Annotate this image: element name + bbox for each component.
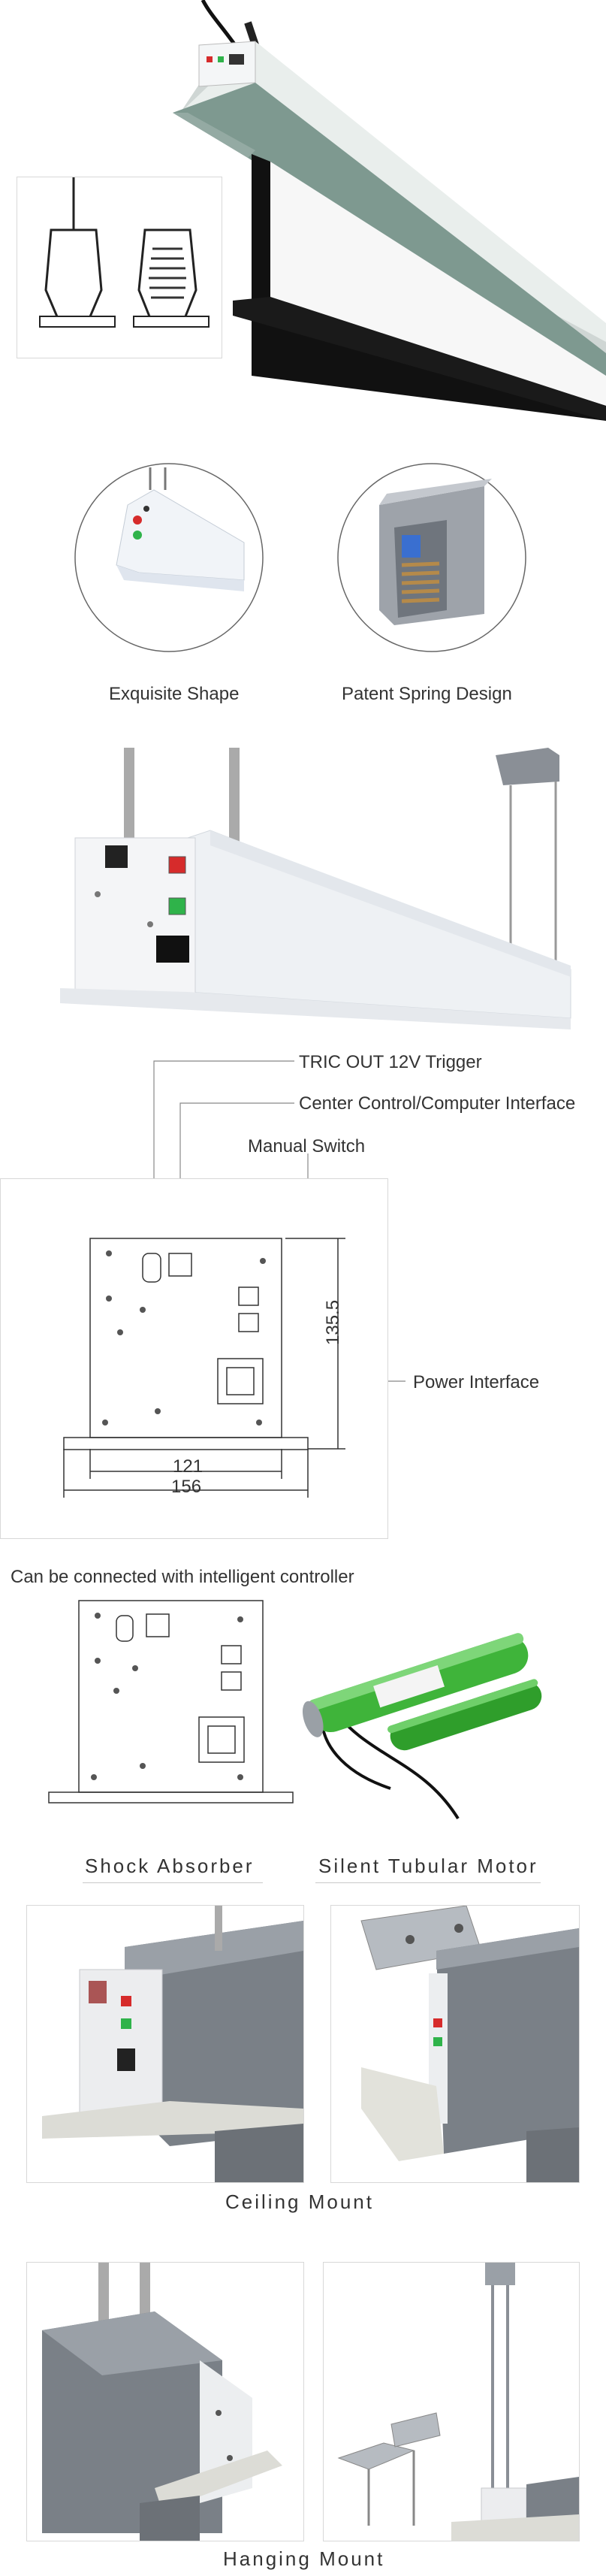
housing-end-panel-image xyxy=(30,744,606,1029)
technical-drawing xyxy=(63,1238,345,1498)
component-label-shock-absorber: Shock Absorber xyxy=(85,1855,255,1877)
callout-tric-out: TRIC OUT 12V Trigger xyxy=(299,1052,482,1072)
callout-center-control: Center Control/Computer Interface xyxy=(299,1093,576,1114)
spring-detail-inset xyxy=(17,177,222,358)
ceiling-mount-image-left xyxy=(26,1905,304,2183)
component-underline-left xyxy=(83,1882,263,1883)
mount-label-hanging: Hanging Mount xyxy=(223,2547,385,2570)
component-label-tubular-motor: Silent Tubular Motor xyxy=(318,1855,538,1877)
feature-exquisite-shape-image xyxy=(71,460,267,655)
mount-label-ceiling: Ceiling Mount xyxy=(225,2191,374,2213)
controller-note: Can be connected with intelligent contro… xyxy=(11,1567,354,1587)
ceiling-mount-image-right xyxy=(330,1905,580,2183)
hanging-mount-image-left xyxy=(26,2262,304,2541)
component-underline-right xyxy=(315,1882,541,1883)
hero-product-image xyxy=(0,0,606,421)
hanging-mount-image-right xyxy=(323,2262,580,2541)
feature-spring-design-image xyxy=(334,460,529,655)
tubular-motor-image xyxy=(302,1633,542,1820)
dimension-outer-width: 156 xyxy=(171,1477,202,1497)
controller-panel-drawing xyxy=(48,1600,294,1804)
callout-manual-switch: Manual Switch xyxy=(248,1136,366,1156)
feature-label-patent-spring: Patent Spring Design xyxy=(342,684,512,704)
feature-label-exquisite-shape: Exquisite Shape xyxy=(109,684,240,704)
dimension-inner-width: 121 xyxy=(173,1456,204,1477)
callout-power-interface: Power Interface xyxy=(413,1372,540,1392)
dimension-height: 135.5 xyxy=(323,1299,343,1345)
